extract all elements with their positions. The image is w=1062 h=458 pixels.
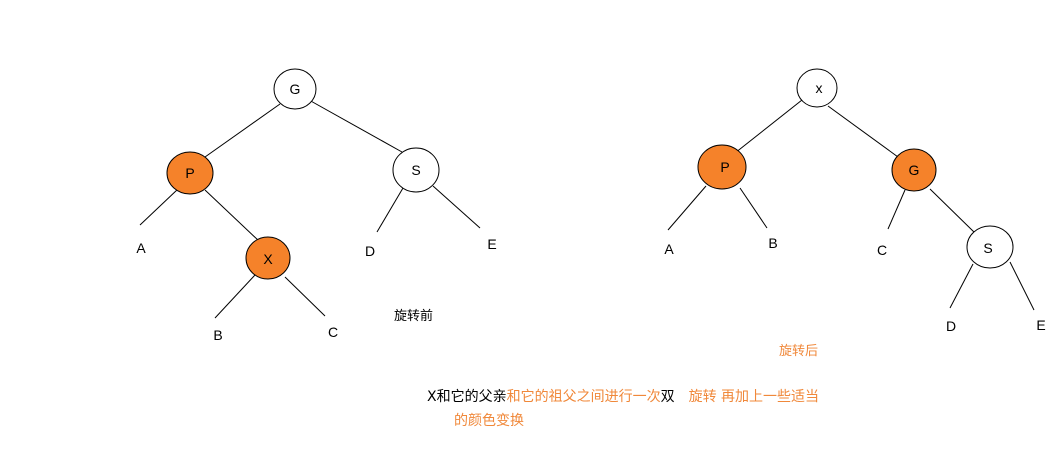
- before-node-p: P: [166, 151, 214, 195]
- edge-x-b: [214, 274, 256, 319]
- description-text-3: 双: [660, 389, 675, 405]
- after-node-g-label: G: [909, 162, 920, 178]
- before-leaf-e: E: [487, 236, 496, 252]
- after-node-p-label: P: [720, 159, 729, 175]
- edge-s-d: [376, 187, 404, 233]
- edge-p-x: [204, 189, 261, 243]
- before-edges: [139, 99, 481, 319]
- before-leaf-d: D: [365, 243, 375, 259]
- before-leaf-a: A: [136, 240, 146, 256]
- edge-p-b2: [739, 187, 768, 229]
- description-line-1: X和它的父亲和它的祖父之间进行一次双旋转 再加上一些适当: [427, 386, 819, 406]
- before-node-g: G: [273, 68, 317, 110]
- edge-s-e2: [1009, 261, 1035, 311]
- after-node-g: G: [891, 148, 937, 192]
- edge-x-p: [734, 99, 803, 154]
- description-text-4: 旋转 再加上一些适当: [688, 389, 820, 405]
- after-leaf-a: A: [664, 241, 674, 257]
- before-caption: 旋转前: [394, 309, 434, 324]
- edge-g-s: [308, 99, 403, 153]
- edge-s-d2: [949, 263, 974, 309]
- edge-x-g: [827, 105, 899, 158]
- after-node-s-label: S: [983, 240, 992, 256]
- before-node-x-label: X: [263, 251, 273, 267]
- before-node-g-label: G: [290, 81, 301, 97]
- after-node-p: P: [697, 144, 747, 190]
- edge-g-c2: [887, 189, 906, 230]
- edge-g-s2: [929, 188, 976, 234]
- description-text-2: 和它的祖父之间进行一次: [506, 389, 661, 405]
- after-leaf-e: E: [1036, 317, 1045, 333]
- after-leaf-d: D: [946, 318, 956, 334]
- after-leaf-b: B: [768, 235, 777, 251]
- after-leaf-c: C: [877, 242, 887, 258]
- after-caption: 旋转后: [779, 344, 819, 359]
- edge-p-a2: [667, 185, 707, 231]
- before-node-s-label: S: [411, 162, 420, 178]
- edge-x-c: [284, 276, 326, 317]
- description-line-2: 的颜色变换: [454, 413, 524, 429]
- after-node-x: x: [796, 68, 838, 108]
- before-node-p-label: P: [185, 165, 194, 181]
- after-node-s: S: [966, 225, 1014, 269]
- after-node-x-label: x: [816, 80, 823, 96]
- description-text-1: X和它的父亲: [427, 389, 507, 405]
- edge-s-e: [432, 185, 481, 229]
- edge-p-a: [139, 188, 179, 226]
- before-leaf-b: B: [213, 327, 222, 343]
- before-leaf-c: C: [328, 324, 338, 340]
- before-node-s: S: [392, 147, 440, 193]
- edge-g-p: [204, 103, 281, 158]
- after-edges: [667, 99, 1035, 311]
- before-node-x: X: [245, 236, 291, 280]
